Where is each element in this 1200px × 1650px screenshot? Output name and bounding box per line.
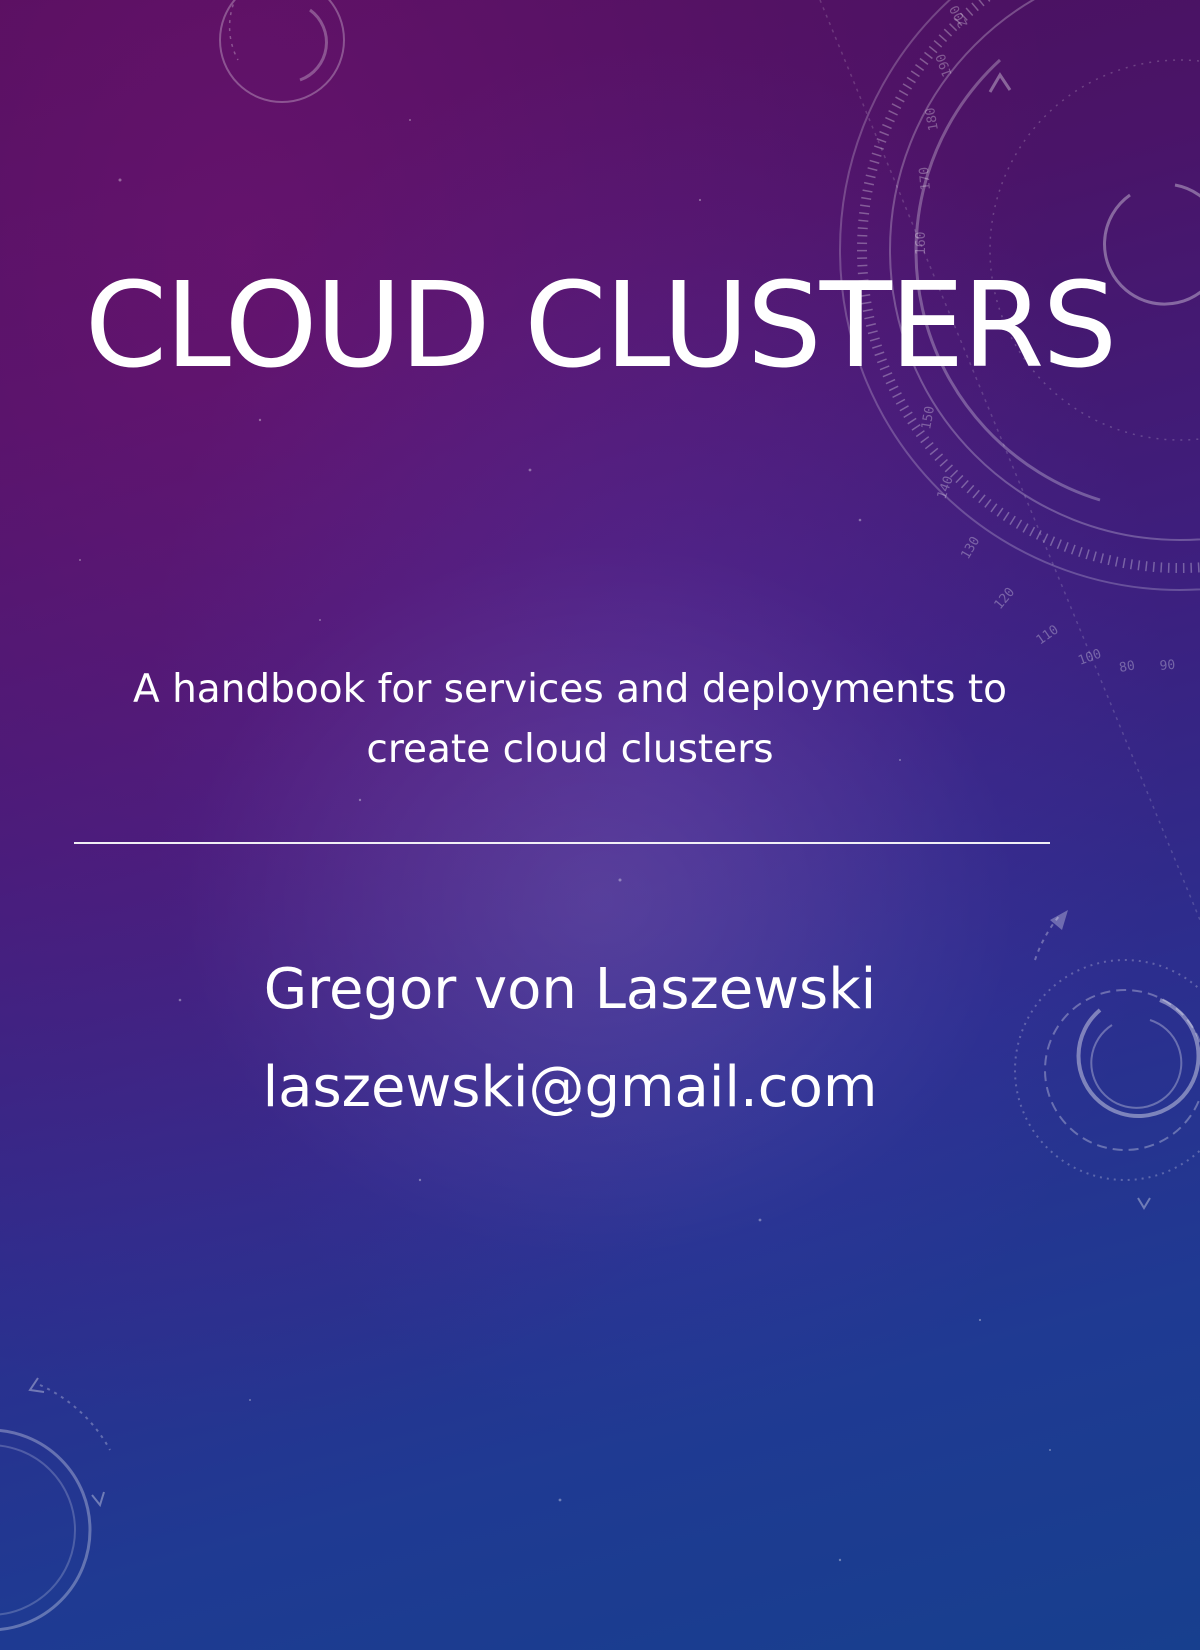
bottom-left-dial-icon: [0, 1377, 111, 1631]
author-name: Gregor von Laszewski: [263, 957, 877, 1022]
svg-text:190: 190: [934, 52, 956, 79]
svg-text:180: 180: [923, 106, 942, 132]
top-left-dial-icon: [219, 0, 345, 103]
svg-text:90: 90: [1159, 658, 1176, 674]
svg-text:110: 110: [1034, 623, 1062, 649]
center-glow: [180, 540, 1020, 1260]
author-email: laszewski@gmail.com: [262, 1055, 878, 1120]
svg-text:160: 160: [914, 232, 929, 255]
svg-text:200: 200: [947, 2, 971, 30]
svg-text:150: 150: [919, 405, 938, 431]
svg-text:140: 140: [935, 474, 957, 501]
top-right-dial-icon: [839, 0, 1200, 591]
diagonal-line: [819, 0, 1200, 921]
right-middle-dial-icon: [1014, 910, 1200, 1210]
svg-text:100: 100: [1076, 647, 1103, 669]
book-title: CLOUD CLUSTERS: [84, 256, 1118, 394]
star-field: [79, 119, 1051, 1562]
svg-text:130: 130: [958, 534, 983, 562]
svg-text:120: 120: [992, 585, 1019, 613]
svg-text:170: 170: [917, 166, 934, 191]
title-separator-line: [74, 842, 1050, 844]
book-subtitle: A handbook for services and deployments …: [133, 667, 1007, 772]
svg-text:80: 80: [1118, 658, 1136, 675]
